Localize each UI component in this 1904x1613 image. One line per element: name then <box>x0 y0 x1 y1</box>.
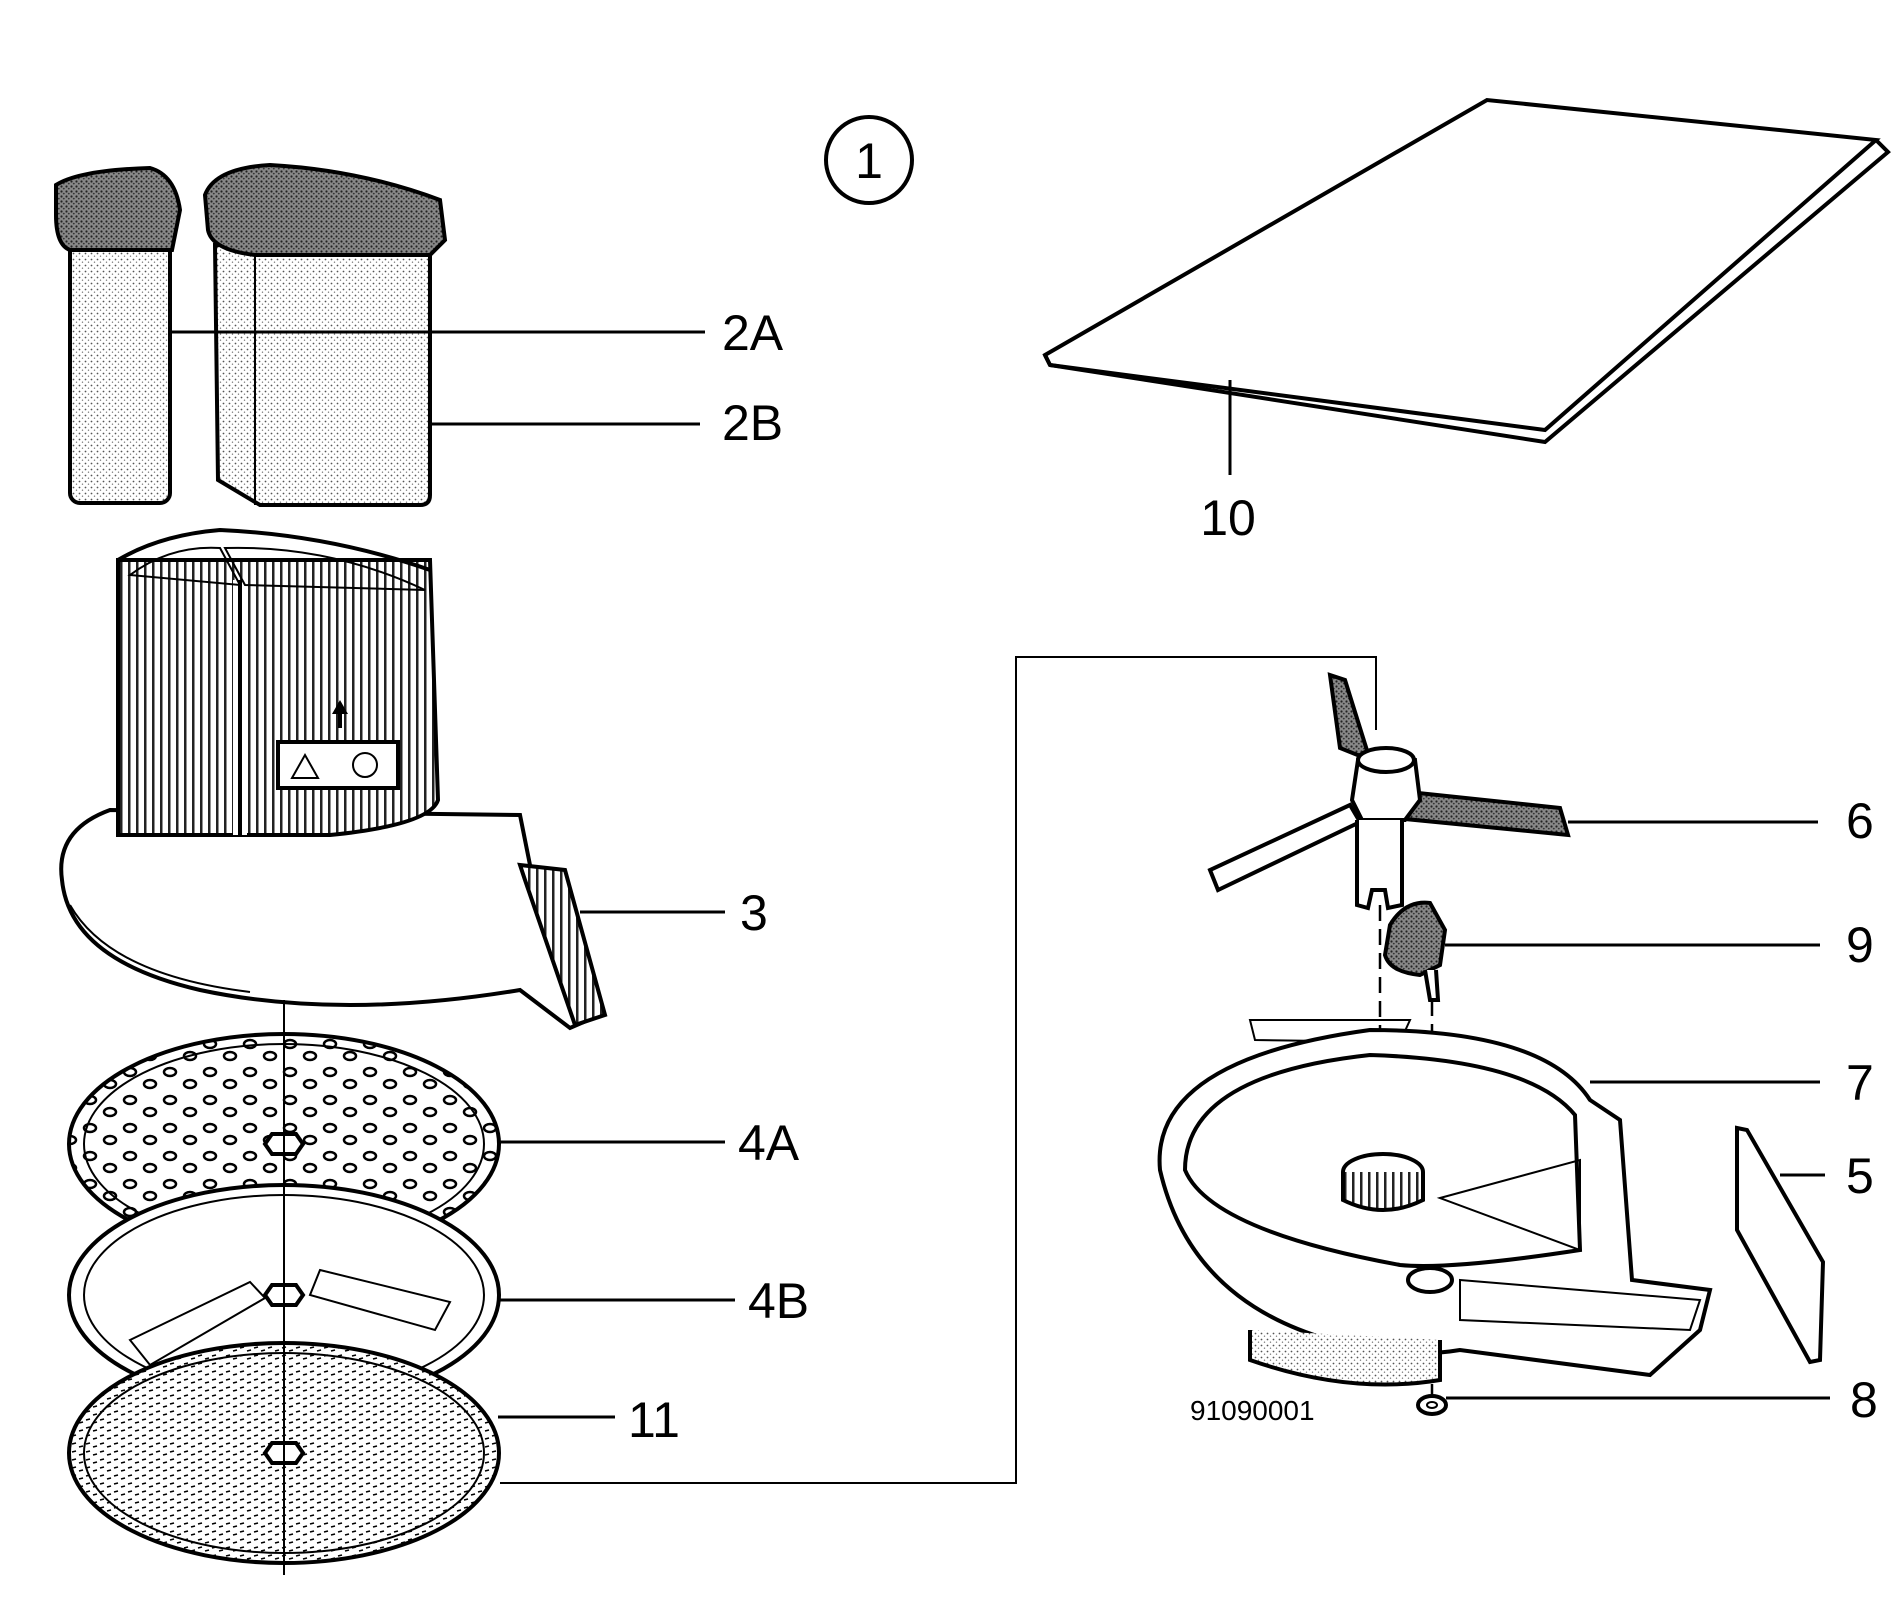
callout-4b: 4B <box>748 1273 809 1329</box>
callout-3: 3 <box>740 885 768 941</box>
part-5-plate <box>1735 1125 1826 1365</box>
figure-number: 1 <box>855 133 883 189</box>
callout-11: 11 <box>628 1392 680 1448</box>
callout-9: 9 <box>1846 917 1874 973</box>
part-7-bowl <box>1157 1019 1713 1387</box>
callout-2b: 2B <box>722 395 783 451</box>
group-bracket-line <box>500 656 1377 1484</box>
callout-10: 10 <box>1200 490 1256 546</box>
part-3-feed-head <box>59 527 608 1031</box>
callout-4a: 4A <box>738 1115 800 1171</box>
part-2b-large-pusher <box>202 162 448 507</box>
callout-8: 8 <box>1850 1372 1878 1428</box>
leader-lines <box>170 330 1830 1419</box>
part-9-key <box>1382 900 1448 1002</box>
callout-2a: 2A <box>722 305 784 361</box>
part-6-rotor-knife <box>1207 672 1571 911</box>
drawing-code: 91090001 <box>1190 1395 1315 1426</box>
figure-number-badge: 1 <box>824 115 914 205</box>
callout-6: 6 <box>1846 793 1874 849</box>
callout-5: 5 <box>1846 1148 1874 1204</box>
part-2a-small-pusher <box>54 165 183 505</box>
part-10-booklet <box>1042 97 1891 445</box>
callout-7: 7 <box>1846 1055 1874 1111</box>
part-8-washer <box>1416 1394 1448 1416</box>
